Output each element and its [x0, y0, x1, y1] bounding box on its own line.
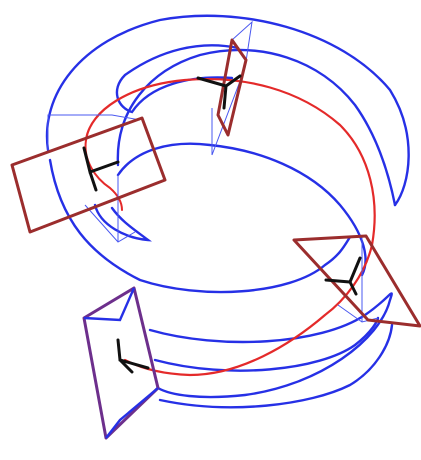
- sweep-diagram: [0, 0, 421, 460]
- diagram-canvas: [0, 0, 421, 460]
